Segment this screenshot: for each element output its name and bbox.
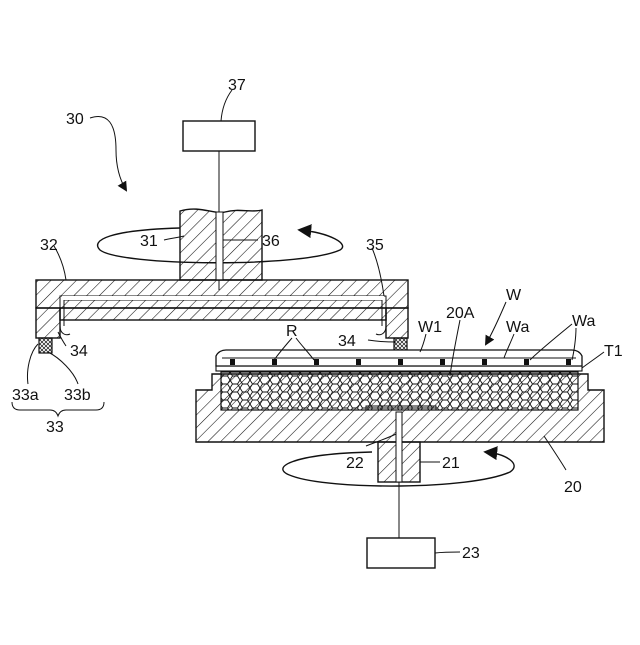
brace-33 [12,402,104,416]
bottom-shaft-channel [396,412,402,482]
top-motor-box [183,121,255,151]
bottom-motor-box [367,538,435,568]
head-plate [36,280,408,308]
seal-hook-left [60,326,70,335]
wafer-device [440,359,445,365]
label-Wa-2: Wa [572,313,596,330]
label-30: 30 [66,111,84,128]
label-Wa-1: Wa [506,319,530,336]
label-37: 37 [228,77,246,94]
ring-left [36,308,60,338]
leader-W1 [420,334,426,352]
label-33: 33 [46,419,64,436]
leader-33a [27,344,38,384]
wafer-device [524,359,529,365]
label-T1: T1 [604,343,623,360]
label-20: 20 [564,479,582,496]
label-31: 31 [140,233,158,250]
tape [216,366,582,371]
wafer-device [356,359,361,365]
seal-hook-right [376,326,386,335]
label-32: 32 [40,237,58,254]
label-20A: 20A [446,305,475,322]
label-33b: 33b [64,387,91,404]
label-22: 22 [346,455,364,472]
leader-W [486,302,506,344]
porous-plate [221,372,578,410]
label-35: 35 [366,237,384,254]
label-34-left: 34 [70,343,88,360]
head-plate-lower [60,308,386,320]
wafer-device [314,359,319,365]
wafer-device [566,359,571,365]
label-W: W [506,287,522,304]
label-21: 21 [442,455,460,472]
label-36: 36 [262,233,280,250]
top-shaft-inner-pipe [216,212,223,280]
leader-37 [221,90,232,121]
leader-34-right [368,340,396,342]
label-23: 23 [462,545,480,562]
wafer-device [398,359,403,365]
wafer-device [482,359,487,365]
label-R: R [286,323,298,340]
label-34-right: 34 [338,333,356,350]
leader-30 [90,116,126,190]
label-W1: W1 [418,319,442,336]
ring-right [386,308,408,338]
leader-23 [435,552,460,553]
wafer-device [230,359,235,365]
label-33a: 33a [12,387,39,404]
seal-left [39,338,52,353]
leader-T1 [582,352,604,368]
